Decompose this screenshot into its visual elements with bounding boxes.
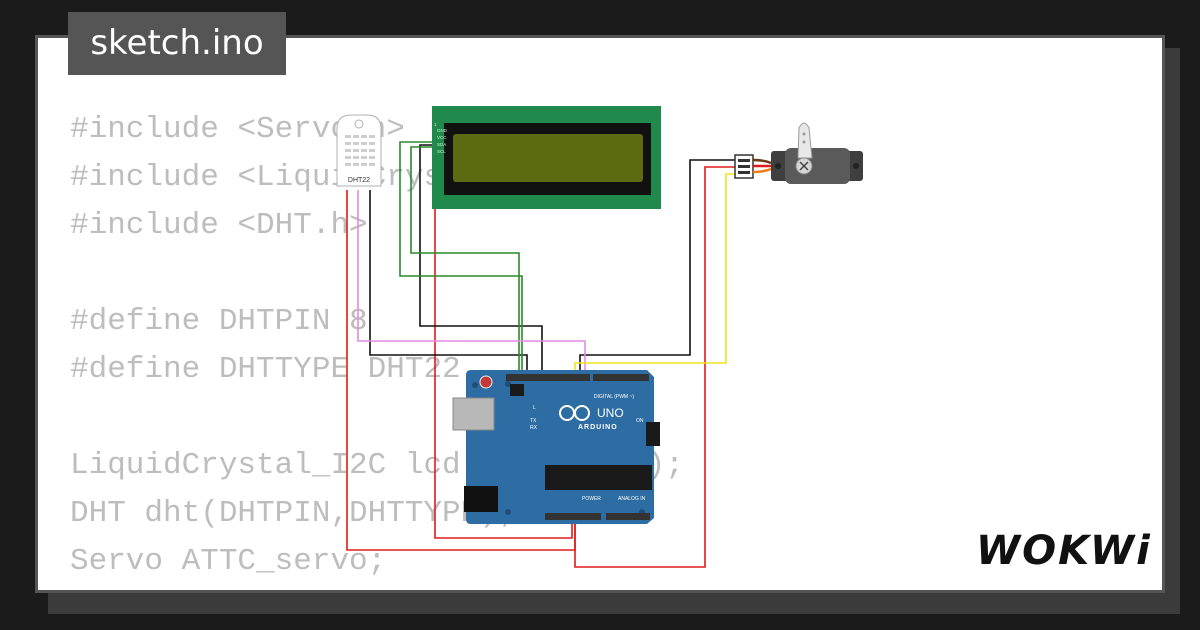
code-line: #define DHTPIN 8 [70,304,368,339]
lcd-display[interactable]: 1 GND VCC SDA SCL [432,106,661,209]
code-line: DHT dht(DHTPIN,DHTTYPE); [70,496,517,531]
file-tab[interactable]: sketch.ino [68,12,286,75]
lcd-pin-label: SDA [437,142,446,147]
wokwi-logo: WOKWi [976,528,1152,574]
dht22-label: DHT22 [348,177,370,184]
wire-yellow [574,173,735,372]
dht22-sensor[interactable]: DHT22 [336,114,382,187]
arduino-on-label: ON [636,418,644,424]
wire-black [579,159,735,372]
arduino-rx-label: RX [530,425,538,431]
wire-green [410,146,520,372]
lcd-pin-label: 1 [434,122,437,127]
arduino-infinity-logo [559,405,590,421]
code-line: #define DHTTYPE DHT22 [70,352,461,387]
arduino-brand: ARDUINO [578,424,618,431]
arduino-l-label: L [533,405,536,411]
arduino-power-label: POWER [582,496,601,502]
wires [346,141,735,568]
dht22-grille [345,135,375,166]
lcd-pin-label: SCL [437,149,446,154]
arduino-model: UNO [597,406,624,420]
lcd-pin-labels: 1 GND VCC SDA SCL [434,122,448,154]
wire-red [574,166,735,568]
wire-black [369,190,528,372]
code-line: #include <DHT.h> [70,208,368,243]
arduino-digital-label: DIGITAL (PWM ~) [594,394,634,400]
arduino-analog-label: ANALOG IN [618,496,646,502]
lcd-pin-label: GND [437,128,448,133]
wire-pink [357,190,586,372]
servo-motor[interactable] [734,122,863,184]
arduino-tx-label: TX [530,418,537,424]
lcd-pin-label: VCC [437,135,447,140]
wire-green [399,141,523,372]
arduino-uno[interactable]: DIGITAL (PWM ~) UNO ARDUINO L TX RX ON P… [452,370,660,524]
